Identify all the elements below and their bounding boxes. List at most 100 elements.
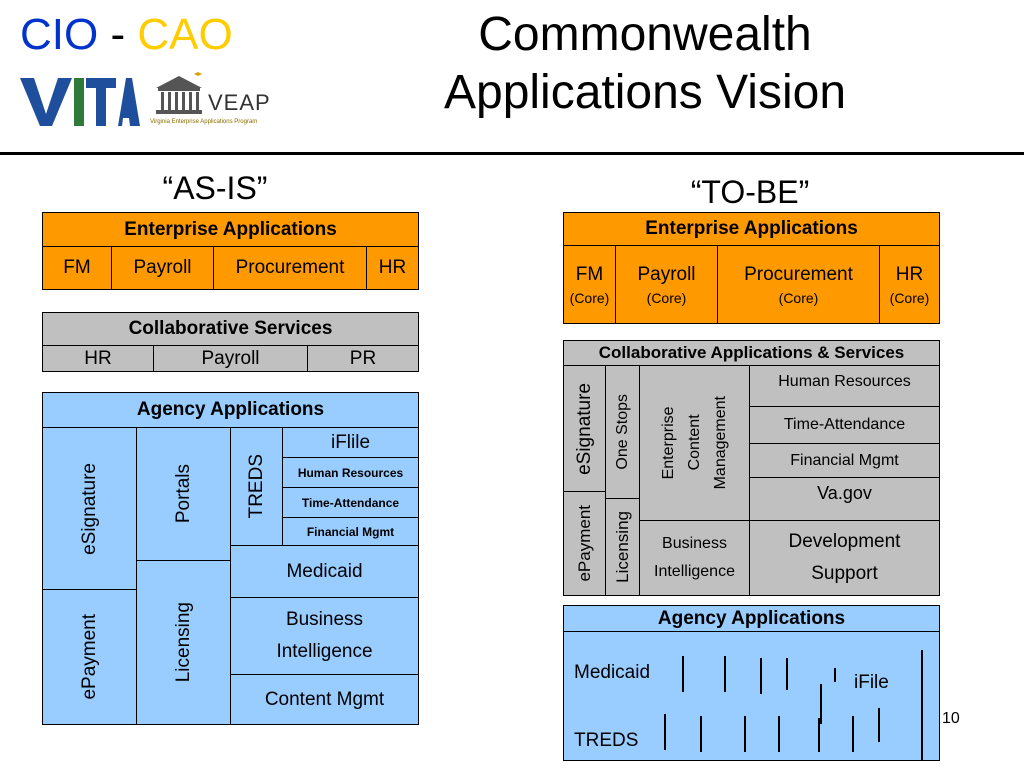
to-be-enterprise-payroll: Payroll (Core) — [616, 246, 718, 323]
agency-separator-line — [664, 714, 666, 750]
to-be-licensing: Licensing — [612, 511, 632, 583]
agency-separator-line — [724, 656, 726, 692]
as-is-portals: Portals — [172, 464, 194, 524]
to-be-business-intelligence: Business Intelligence — [640, 521, 750, 595]
as-is-collaborative-panel: Collaborative Services HR Payroll PR — [42, 312, 419, 372]
to-be-va-gov: Va.gov — [750, 478, 939, 521]
to-be-fm-label: FM — [575, 263, 604, 285]
to-be-esignature-cell: eSignature — [564, 366, 606, 492]
as-is-epayment-cell: ePayment — [43, 590, 137, 724]
to-be-ecm-line-2: Content — [685, 414, 703, 472]
agency-separator-line — [778, 716, 780, 752]
as-is-enterprise-panel: Enterprise Applications FM Payroll Procu… — [42, 212, 419, 290]
cao-text: CAO — [137, 10, 233, 59]
agency-separator-line — [921, 650, 923, 760]
agency-separator-line — [878, 708, 880, 742]
cio-cao-heading: CIO - CAO — [20, 10, 233, 60]
to-be-one-stops: One Stops — [613, 394, 631, 470]
agency-separator-line — [786, 658, 788, 690]
to-be-bi-line-1: Business — [662, 535, 727, 552]
page-number: 10 — [942, 710, 960, 727]
as-is-enterprise-payroll: Payroll — [112, 247, 214, 289]
dash-text: - — [110, 10, 126, 59]
as-is-collaborative-title: Collaborative Services — [43, 313, 418, 346]
as-is-business-intelligence: Business Intelligence — [231, 598, 418, 675]
agency-separator-line — [744, 716, 746, 752]
to-be-ecm-line-3: Management — [711, 396, 729, 490]
as-is-ifile: iFlile — [283, 428, 418, 458]
to-be-enterprise-fm: FM (Core) — [564, 246, 616, 323]
as-is-enterprise-hr: HR — [378, 257, 407, 278]
to-be-enterprise-panel: Enterprise Applications FM (Core) Payrol… — [563, 212, 940, 324]
to-be-agency-panel: Agency Applications Medicaid iFile TREDS — [563, 605, 940, 761]
to-be-procurement-core: (Core) — [778, 289, 819, 306]
to-be-treds: TREDS — [574, 730, 639, 751]
to-be-fm-core: (Core) — [569, 289, 610, 306]
to-be-payroll-label: Payroll — [637, 263, 696, 285]
as-is-agency-title: Agency Applications — [43, 393, 418, 428]
to-be-epayment: ePayment — [574, 505, 594, 582]
as-is-esignature-cell: eSignature — [43, 428, 137, 590]
as-is-enterprise-procurement: Procurement — [214, 247, 367, 289]
agency-separator-line — [682, 656, 684, 692]
to-be-enterprise-title: Enterprise Applications — [564, 213, 939, 246]
agency-separator-line — [834, 668, 836, 682]
to-be-bi-line-2: Intelligence — [654, 563, 735, 580]
title-line-1: Commonwealth — [478, 8, 812, 61]
as-is-heading: “AS-IS” — [162, 169, 268, 206]
to-be-collaborative-panel: Collaborative Applications & Services eS… — [563, 340, 940, 596]
as-is-content-mgmt: Content Mgmt — [264, 688, 385, 710]
to-be-enterprise-hr: HR (Core) — [880, 246, 939, 323]
to-be-ifile: iFile — [854, 672, 889, 693]
to-be-agency-title: Agency Applications — [564, 606, 939, 632]
agency-separator-line — [820, 684, 822, 724]
as-is-treds-cell: TREDS — [231, 428, 283, 546]
veap-text: VEAP — [208, 90, 271, 115]
as-is-licensing: Licensing — [172, 602, 194, 683]
agency-separator-line — [760, 658, 762, 694]
as-is-financial-mgmt: Financial Mgmt — [283, 518, 418, 546]
to-be-financial-mgmt: Financial Mgmt — [750, 444, 939, 478]
veap-logo: VEAP Virginia Enterprise Applications Pr… — [150, 72, 310, 132]
veap-tagline: Virginia Enterprise Applications Program — [150, 119, 258, 125]
to-be-ecm-text: Enterprise Content Management — [656, 396, 734, 489]
to-be-collaborative-title: Collaborative Applications & Services — [564, 341, 939, 366]
as-is-enterprise-fm: FM — [43, 247, 112, 289]
as-is-licensing-cell: Licensing — [137, 561, 231, 724]
as-is-collaborative-payroll: Payroll — [154, 346, 308, 371]
as-is-esignature: eSignature — [78, 462, 100, 555]
to-be-esignature: eSignature — [573, 382, 595, 475]
as-is-treds: TREDS — [245, 454, 267, 519]
as-is-collaborative-pr: PR — [349, 347, 377, 369]
agency-separator-line — [700, 716, 702, 752]
as-is-human-resources: Human Resources — [283, 458, 418, 488]
agency-separator-line — [852, 716, 854, 752]
vita-logo — [20, 78, 140, 126]
to-be-hr-label: HR — [895, 263, 924, 285]
to-be-dev-line-2: Support — [811, 563, 878, 584]
to-be-ecm-line-1: Enterprise — [659, 406, 677, 480]
to-be-dev-line-1: Development — [788, 531, 901, 552]
to-be-ecm-cell: Enterprise Content Management — [640, 366, 750, 521]
as-is-bi-line-1: Business — [285, 609, 364, 630]
to-be-hr-core: (Core) — [889, 289, 930, 306]
agency-separator-line — [818, 718, 820, 752]
to-be-time-attendance: Time-Attendance — [750, 407, 939, 444]
to-be-procurement-label: Procurement — [744, 263, 853, 285]
as-is-collaborative-hr: HR — [43, 346, 154, 371]
as-is-epayment: ePayment — [78, 614, 100, 700]
cio-text: CIO — [20, 10, 99, 59]
to-be-epayment-cell: ePayment — [564, 492, 606, 595]
as-is-bi-line-2: Intelligence — [276, 641, 373, 662]
to-be-one-stops-cell: One Stops — [606, 366, 640, 499]
as-is-portals-cell: Portals — [137, 428, 231, 561]
header-divider — [0, 152, 1024, 155]
to-be-licensing-cell: Licensing — [606, 499, 640, 595]
as-is-medicaid: Medicaid — [231, 546, 418, 598]
capitol-building-icon — [156, 72, 202, 114]
page-title: Commonwealth Applications Vision — [380, 6, 910, 122]
as-is-enterprise-title: Enterprise Applications — [43, 213, 418, 247]
to-be-human-resources: Human Resources — [750, 366, 939, 407]
to-be-development-support: Development Support — [750, 521, 939, 595]
to-be-heading: “TO-BE” — [690, 173, 810, 210]
